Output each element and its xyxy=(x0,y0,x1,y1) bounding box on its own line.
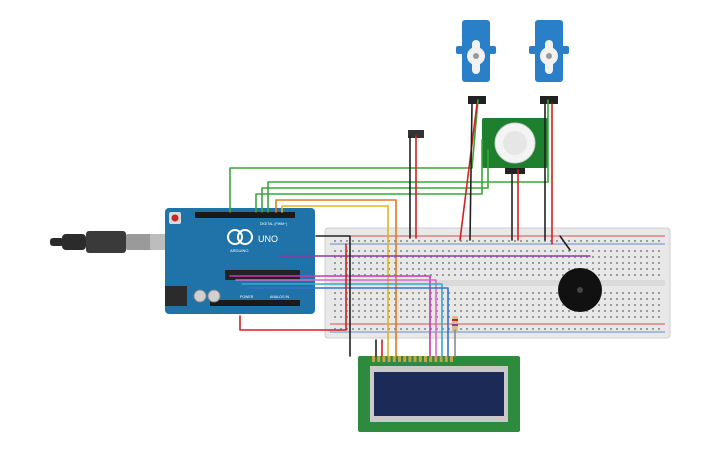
servo-motor-right xyxy=(529,20,569,104)
red-wire xyxy=(239,243,347,331)
cyan-wire xyxy=(241,283,443,357)
digital-header xyxy=(195,212,295,218)
green-wire xyxy=(267,99,549,213)
resistor xyxy=(452,316,458,332)
analog-label: ANALOG IN xyxy=(270,295,290,299)
wires xyxy=(229,99,591,357)
lcd-screen xyxy=(374,372,504,416)
black-wire xyxy=(469,103,473,241)
board-brand-text: ARDUINO xyxy=(230,248,248,253)
orange-wire xyxy=(275,199,397,357)
green-wire xyxy=(255,139,483,213)
pink-wire xyxy=(235,279,437,357)
red-wire xyxy=(459,103,478,241)
power-analog-header xyxy=(210,300,300,306)
power-jack xyxy=(165,286,187,306)
lcd-pin-header xyxy=(372,356,453,362)
usb-cable xyxy=(50,231,172,253)
black-wire xyxy=(559,235,571,251)
piezo-buzzer xyxy=(558,268,602,312)
breadboard xyxy=(324,227,671,339)
blue-wire xyxy=(247,287,449,357)
power-label: POWER xyxy=(240,295,254,299)
tilt-switch xyxy=(408,130,424,138)
board-model-text: UNO xyxy=(258,234,278,244)
pir-motion-sensor xyxy=(482,118,548,174)
black-wire xyxy=(315,235,351,357)
yellow-wire xyxy=(281,205,389,357)
microcontroller-chip xyxy=(225,270,300,280)
green-wire xyxy=(229,99,479,213)
servo-motor-left xyxy=(456,20,496,104)
digital-label: DIGITAL (PWM~) xyxy=(260,222,287,226)
arduino-uno-board: UNO ARDUINO DIGITAL (PWM~) POWER ANALOG … xyxy=(165,208,315,314)
green-wire xyxy=(261,149,489,213)
lcd-display-16x2 xyxy=(358,356,520,432)
magenta-wire xyxy=(229,275,431,357)
